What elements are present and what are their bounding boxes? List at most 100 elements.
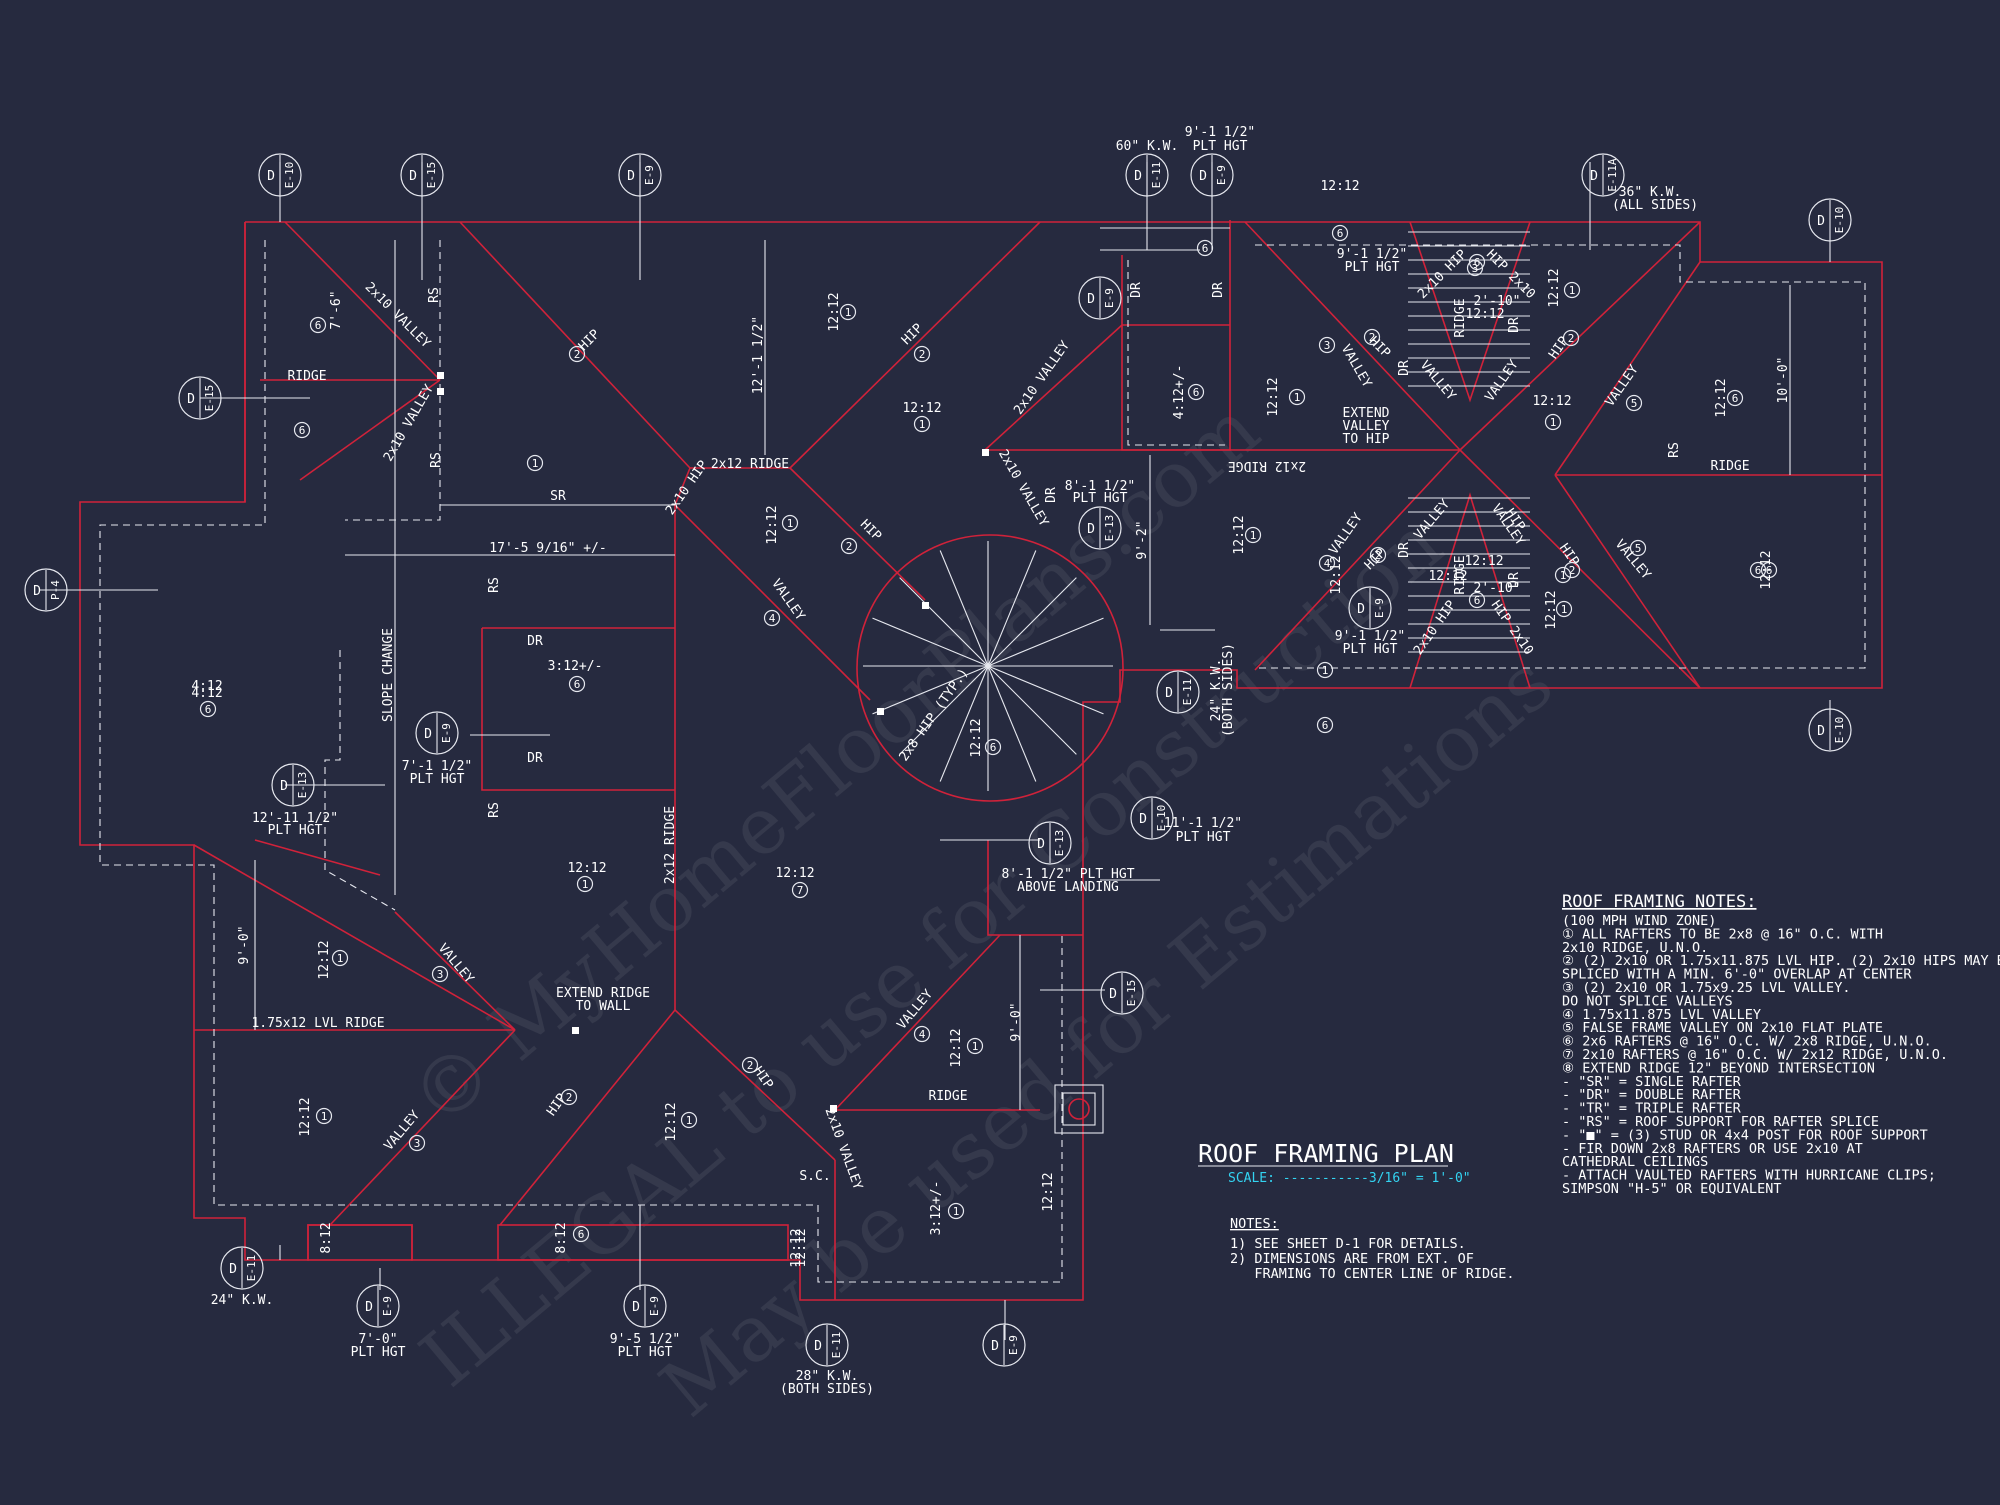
note-marker: 1 — [331, 949, 349, 967]
note-marker-number: 6 — [315, 319, 322, 332]
dashed-outline-right — [1255, 244, 1866, 669]
plan-label: 9'-0" — [237, 925, 252, 964]
note-marker: 2 — [1563, 561, 1581, 579]
callout-sheet: E-11 — [1150, 162, 1163, 189]
note-marker: 2 — [568, 345, 586, 363]
callout-sheet: E-9 — [1103, 288, 1116, 308]
plan-label: 7'-6" — [329, 290, 344, 329]
framing-note-line: ⑤ FALSE FRAME VALLEY ON 2x10 FLAT PLATE — [1562, 1020, 1883, 1036]
note-marker-number: 2 — [574, 348, 581, 361]
plan-label: RS — [429, 452, 444, 468]
note-marker-number: 1 — [1322, 664, 1329, 677]
valley-line — [329, 1029, 516, 1226]
note-marker: 1 — [526, 454, 544, 472]
callout-detail: D — [187, 392, 195, 407]
note-marker: 1 — [781, 514, 799, 532]
note-marker-number: 1 — [1294, 391, 1301, 404]
plan-label: 28" K.W. — [796, 1369, 859, 1384]
callout-detail: D — [627, 169, 635, 184]
general-note-line: 1) SEE SHEET D-1 FOR DETAILS. — [1230, 1236, 1466, 1252]
callout-detail: D — [1139, 812, 1147, 827]
note-marker: 1 — [1288, 388, 1306, 406]
note-marker-circle — [1625, 394, 1643, 412]
note-marker-number: 1 — [787, 517, 794, 530]
plan-label: 12:12 — [765, 505, 780, 544]
note-marker: 4 — [1318, 554, 1336, 572]
plan-label: RS — [427, 287, 442, 303]
note-marker: 6 — [309, 316, 327, 334]
framing-note-line: ⑥ 2x6 RAFTERS @ 16" O.C. W/ 2x8 RIDGE, U… — [1562, 1034, 1932, 1050]
framing-note-line: CATHEDRAL CEILINGS — [1562, 1154, 1708, 1170]
plan-label: EXTEND RIDGE — [556, 986, 650, 1001]
plan-label: 12:12 — [775, 866, 814, 881]
section-callout: D E-11 — [1125, 153, 1169, 197]
note-marker: 1 — [1244, 526, 1262, 544]
callout-detail: D — [1134, 169, 1142, 184]
framing-note-line: - "TR" = TRIPLE RAFTER — [1562, 1101, 1742, 1117]
note-marker-circle — [1316, 716, 1334, 734]
note-marker: 2 — [741, 1056, 759, 1074]
turret-rafter — [899, 577, 989, 667]
note-marker-number: 6 — [1732, 392, 1739, 405]
note-marker-number: 1 — [972, 1040, 979, 1053]
note-marker-circle — [913, 415, 931, 433]
post-marker — [437, 388, 444, 395]
callout-detail: D — [267, 169, 275, 184]
plan-label: 3:12+/- — [548, 659, 603, 674]
note-marker-number: 6 — [1322, 719, 1329, 732]
chimney-inner — [1062, 1092, 1096, 1126]
framing-note-line: - "DR" = DOUBLE RAFTER — [1562, 1087, 1742, 1103]
callout-detail: D — [365, 1300, 373, 1315]
callout-sheet: E-15 — [425, 162, 438, 189]
callout-sheet: E-9 — [1373, 598, 1386, 618]
framing-note-line: SPLICED WITH A MIN. 6'-0" OVERLAP AT CEN… — [1562, 967, 1912, 983]
plan-label: 12:12 — [1464, 554, 1503, 569]
note-marker-circle — [1554, 566, 1572, 584]
plan-label: RIDGE — [287, 369, 326, 384]
note-marker-circle — [1563, 281, 1581, 299]
callout-detail: D — [1357, 602, 1365, 617]
wall-landing — [987, 840, 1083, 936]
note-marker-circle — [1288, 388, 1306, 406]
note-marker: 6 — [1331, 224, 1349, 242]
note-marker-circle — [1196, 239, 1214, 257]
plan-label: 24" K.W. — [1209, 659, 1224, 722]
turret-rafter — [872, 665, 989, 715]
note-marker: 1 — [576, 875, 594, 893]
callout-sheet: E-10 — [283, 162, 296, 189]
note-marker-circle — [1318, 554, 1336, 572]
note-marker: 6 — [1760, 561, 1778, 579]
callout-detail: D — [1087, 522, 1095, 537]
note-marker: 6 — [199, 700, 217, 718]
note-marker-number: 1 — [1569, 284, 1576, 297]
exterior-walls — [79, 220, 1883, 1301]
note-marker-number: 1 — [1250, 529, 1257, 542]
callout-circle — [1130, 796, 1174, 840]
plan-label: (BOTH SIDES) — [780, 1382, 874, 1397]
post-marker — [572, 1027, 579, 1034]
callout-circle — [258, 153, 302, 197]
plan-label: 12:12 — [1041, 1172, 1056, 1211]
callout-sheet: E-9 — [643, 165, 656, 185]
dashed-outline — [99, 240, 1063, 1283]
callout-sheet: E-10 — [1833, 207, 1846, 234]
general-notes-heading: NOTES: — [1230, 1216, 1279, 1232]
note-marker-number: 4 — [1324, 557, 1331, 570]
note-marker: 6 — [1196, 239, 1214, 257]
plan-label: 12:12 — [298, 1097, 313, 1136]
plan-label: 8'-1 1/2" — [1065, 479, 1135, 494]
plan-label: 9'-1 1/2" — [1337, 247, 1407, 262]
note-marker-circle — [1468, 591, 1486, 609]
hip-line — [1554, 474, 1701, 689]
note-marker-circle — [1363, 328, 1381, 346]
callout-circle — [356, 1284, 400, 1328]
turret-roof — [856, 534, 1124, 802]
framing-note-line: (100 MPH WIND ZONE) — [1562, 913, 1716, 929]
turret-spokes — [863, 541, 1113, 791]
